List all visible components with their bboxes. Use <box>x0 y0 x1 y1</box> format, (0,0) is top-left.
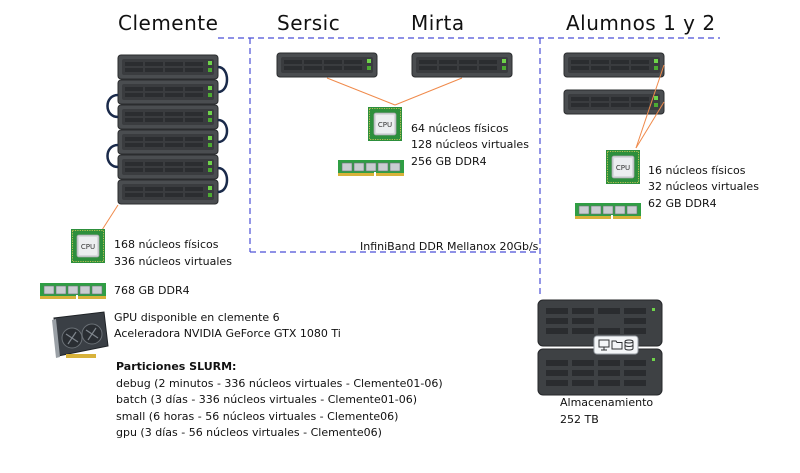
clemente-title: Clemente <box>118 11 219 35</box>
alumnos-1-server <box>563 52 665 78</box>
cpu-chip-label: CPU <box>616 164 630 172</box>
sersic-mirta-cores-physical: 64 núcleos físicos <box>411 122 509 135</box>
clemente-cpu-icon: CPU <box>70 228 106 264</box>
cpu-chip-label: CPU <box>81 243 95 251</box>
storage-monitor-icon <box>598 339 610 351</box>
storage-size: 252 TB <box>560 413 599 426</box>
slurm-partition: batch (3 días - 336 núcleos virtuales - … <box>116 393 418 406</box>
storage-folder-icon <box>611 340 623 350</box>
clemente-gpu-line1: GPU disponible en clemente 6 <box>114 311 280 324</box>
mirta-server <box>411 52 513 78</box>
alumnos-ram-icon <box>574 202 642 220</box>
gpu-card-icon <box>52 311 109 358</box>
slurm-partition: small (6 horas - 56 núcleos virtuales - … <box>116 410 399 423</box>
storage-array <box>537 299 663 396</box>
server-spec-links <box>101 64 665 231</box>
sersic-title: Sersic <box>277 11 341 35</box>
clemente-gpu-line2: Aceleradora NVIDIA GeForce GTX 1080 Ti <box>114 327 341 340</box>
mirta-title: Mirta <box>411 11 465 35</box>
infiniband-network-lines <box>218 37 720 296</box>
clemente-cores-physical: 168 núcleos físicos <box>114 238 219 251</box>
alumnos-cpu-icon: CPU <box>605 149 641 185</box>
clemente-cores-virtual: 336 núcleos virtuales <box>114 255 232 268</box>
clemente-server-rack <box>117 54 219 205</box>
slurm-heading: Particiones SLURM: <box>116 360 237 373</box>
clemente-interconnect-cables <box>106 65 229 194</box>
sersic-mirta-ram-icon <box>337 159 405 177</box>
storage-title: Almacenamiento <box>560 396 654 409</box>
clemente-ram: 768 GB DDR4 <box>114 284 190 297</box>
alumnos-cores-physical: 16 núcleos físicos <box>648 164 746 177</box>
infiniband-label: InfiniBand DDR Mellanox 20Gb/s <box>360 240 539 253</box>
slurm-partition: gpu (3 días - 56 núcleos virtuales - Cle… <box>116 426 382 439</box>
cpu-chip-label: CPU <box>378 121 392 129</box>
sersic-server <box>276 52 378 78</box>
sersic-mirta-ram: 256 GB DDR4 <box>411 155 487 168</box>
sersic-mirta-cores-virtual: 128 núcleos virtuales <box>411 138 529 151</box>
alumnos-ram: 62 GB DDR4 <box>648 197 717 210</box>
alumnos-cores-virtual: 32 núcleos virtuales <box>648 180 759 193</box>
storage-database-icon <box>624 339 634 351</box>
slurm-partition: debug (2 minutos - 336 núcleos virtuales… <box>116 377 443 390</box>
clemente-ram-icon <box>39 282 107 300</box>
sersic-mirta-cpu-icon: CPU <box>367 106 403 142</box>
alumnos-title: Alumnos 1 y 2 <box>566 11 716 35</box>
